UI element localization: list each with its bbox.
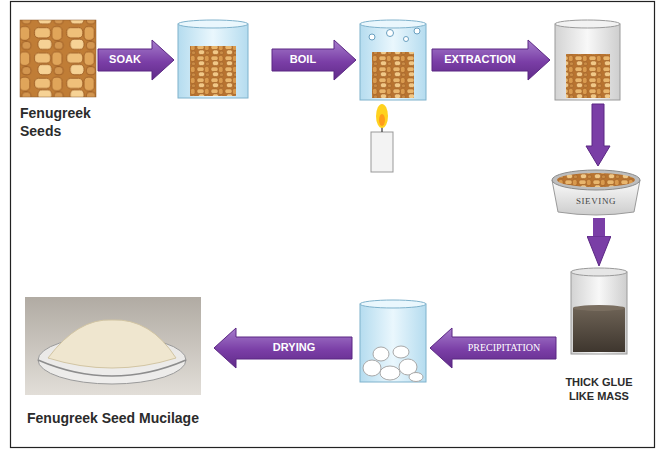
powder-photo-node: Fenugreek Seed Mucilage [25, 297, 201, 395]
precipitation-beaker [360, 300, 426, 382]
process-arrow: PRECIPITATION [430, 328, 556, 368]
sieve-rim [552, 170, 640, 190]
soak-beaker [178, 20, 248, 98]
extraction-beaker [555, 24, 620, 100]
soak-beaker [190, 46, 236, 96]
caption-text: Fenugreek Seed Mucilage [27, 410, 199, 428]
precipitation-beaker [360, 300, 426, 308]
flow-arrow [593, 218, 605, 246]
boil-beaker [372, 52, 414, 98]
sieve-shape [550, 168, 642, 216]
candle [371, 132, 393, 172]
boil-beaker [404, 37, 409, 42]
process-arrow: EXTRACTION [432, 40, 550, 80]
arrow-label: DRYING [273, 341, 315, 354]
boil-beaker [360, 20, 426, 28]
candle [371, 104, 393, 172]
candle [379, 114, 385, 126]
block-arrow-body [272, 40, 356, 80]
sieve-dish: SIEVING [550, 168, 642, 216]
arrow-label: BOIL [290, 53, 316, 66]
precipitation-beaker [373, 347, 389, 361]
glue-mass [573, 308, 625, 352]
beaker-rim [571, 268, 627, 276]
boil-beaker [360, 20, 426, 100]
boil-beaker [369, 34, 375, 40]
soak-beaker [178, 24, 248, 98]
frame-border [11, 2, 655, 448]
precipitation-beaker [360, 304, 426, 382]
caption-text: Fenugreek Seeds [20, 105, 112, 140]
extraction-beaker [555, 20, 620, 28]
glue-beaker-shape [570, 268, 628, 356]
seed-photo-node: Fenugreek Seeds [20, 20, 96, 97]
down-arrow [586, 104, 610, 166]
arrow-label: PRECIPITATION [468, 342, 541, 354]
boil-beaker [360, 24, 426, 100]
boil-beaker [414, 28, 420, 34]
beaker-glass [571, 272, 627, 354]
extraction-beaker [555, 20, 620, 100]
block-arrow-body [430, 328, 556, 368]
powder-photo [38, 360, 186, 376]
powder-photo [25, 297, 201, 395]
powder-photo [48, 320, 176, 368]
extraction-beaker [566, 54, 610, 98]
sieve-seeds [557, 173, 635, 187]
precipitation-beaker [363, 360, 381, 376]
block-arrow-body [214, 328, 352, 368]
caption-text: THICK GLUE LIKE MASS [558, 376, 640, 404]
down-arrow [586, 104, 610, 166]
soak-beaker [178, 20, 248, 28]
arrow-label: EXTRACTION [444, 53, 516, 66]
sieve-label: SIEVING [576, 196, 616, 207]
precipitation-beaker [380, 366, 400, 380]
precipitation-beaker [409, 373, 423, 382]
boil-beaker [387, 30, 394, 37]
powder-photo [25, 297, 201, 395]
seed-photo [20, 20, 96, 97]
glue-beaker: THICK GLUE LIKE MASS [570, 268, 628, 356]
process-arrow: BOIL [272, 40, 356, 80]
block-arrow-body [432, 40, 550, 80]
candle [376, 104, 388, 128]
glue-surface [573, 305, 625, 311]
arrow-label: SOAK [109, 53, 141, 66]
seed-photo [20, 20, 96, 97]
process-arrow: DRYING [214, 328, 352, 368]
process-arrow: SOAK [98, 40, 174, 80]
precipitation-beaker [393, 346, 409, 358]
block-arrow-body [98, 40, 174, 80]
